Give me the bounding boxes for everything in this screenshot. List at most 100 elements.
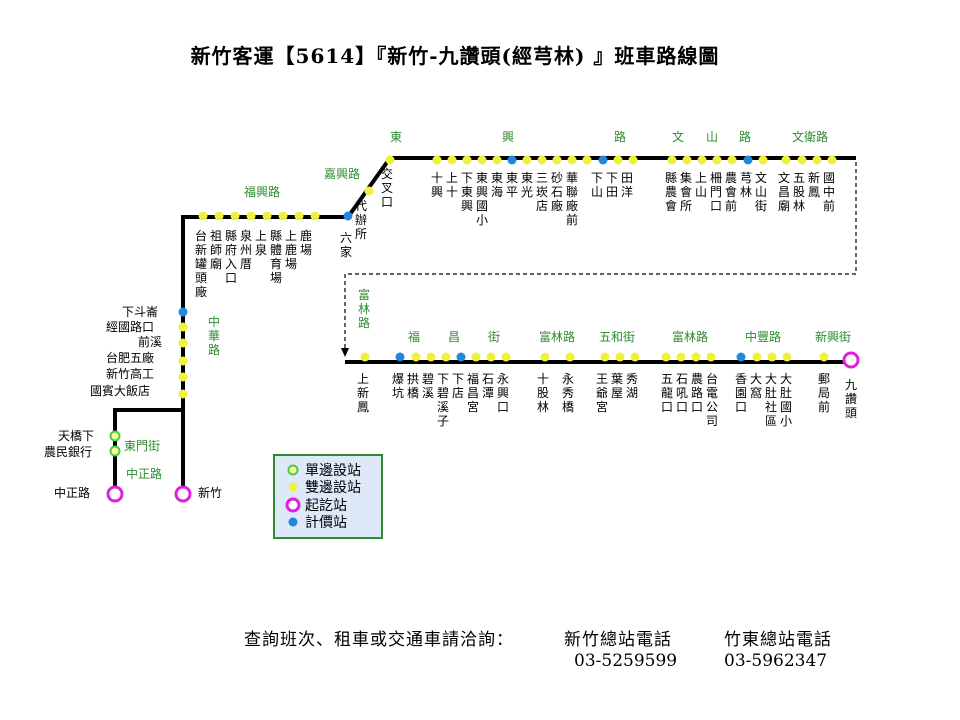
double-side-stop xyxy=(600,352,610,362)
stop-label: 新竹高工 xyxy=(106,366,154,381)
double-side-stop xyxy=(214,211,224,221)
stop-label: 天橋下 xyxy=(58,429,94,443)
double-side-stop xyxy=(697,155,707,165)
stop-label: 台新罐頭廠 xyxy=(195,228,207,299)
stop-label: 芎林 xyxy=(740,171,752,199)
stop-label: 下田 xyxy=(606,171,618,199)
zhudong-station-phone: 03-5962347 xyxy=(724,651,828,671)
stop-label: 農民銀行 xyxy=(44,445,92,459)
stop-label: 台肥五廠 xyxy=(106,350,154,365)
double-side-stop xyxy=(615,352,625,362)
fare-stop xyxy=(598,155,608,165)
legend-single-marker xyxy=(287,464,299,476)
road-label: 富林路 xyxy=(539,329,575,344)
double-side-stop xyxy=(691,352,701,362)
legend-single-label: 單邊設站 xyxy=(305,463,361,479)
stop-label: 爆坑 xyxy=(392,372,404,400)
stop-label: 代辦所 xyxy=(355,199,367,241)
stop-label: 大肚國小 xyxy=(780,372,792,428)
page-title: 新竹客運【5614】『新竹-九讚頭(經芎林) 』班車路線圖 xyxy=(190,44,720,68)
stop-label: 十興 xyxy=(431,171,443,199)
road-label: 路 xyxy=(739,129,751,144)
stop-label: 福昌宮 xyxy=(467,371,479,414)
road-label: 富林路 xyxy=(358,287,370,330)
double-side-stop xyxy=(797,155,807,165)
double-side-stop xyxy=(230,211,240,221)
stop-label: 九讚頭 xyxy=(845,378,857,420)
double-side-stop xyxy=(178,356,188,366)
double-side-stop xyxy=(426,352,436,362)
road-label: 山 xyxy=(706,130,718,144)
double-side-stop xyxy=(676,352,686,362)
stop-label: 東平 xyxy=(506,171,518,199)
stop-label: 秀湖 xyxy=(626,372,638,400)
terminal-stop xyxy=(174,485,192,503)
double-side-stop xyxy=(522,155,532,165)
double-side-stop xyxy=(552,155,562,165)
double-side-stop xyxy=(827,155,837,165)
double-side-stop xyxy=(246,211,256,221)
stop-label: 鹿場 xyxy=(300,228,312,257)
fare-stop xyxy=(456,352,466,362)
fare-stop xyxy=(343,211,353,221)
stop-label: 東光 xyxy=(521,171,533,199)
stop-label: 砂石廠 xyxy=(551,171,563,213)
connector-arrowhead xyxy=(341,348,349,357)
double-side-stop xyxy=(565,352,575,362)
fare-stop xyxy=(395,352,405,362)
double-side-stop xyxy=(582,155,592,165)
stop-label: 前溪 xyxy=(138,334,162,349)
stop-label: 十股林 xyxy=(537,372,549,414)
road-label: 東 xyxy=(390,130,402,144)
road-label: 文 xyxy=(672,129,684,144)
stop-label: 三崁店 xyxy=(536,171,548,213)
double-side-stop xyxy=(752,352,762,362)
double-side-stop xyxy=(712,155,722,165)
stop-markers xyxy=(106,155,860,503)
stop-label: 五股林 xyxy=(793,171,805,213)
road-label: 街 xyxy=(488,330,500,344)
stop-label: 集會所 xyxy=(680,170,692,213)
stop-label: 上山 xyxy=(695,171,707,199)
double-side-stop xyxy=(486,352,496,362)
fare-stop xyxy=(507,155,517,165)
stop-label: 大肚社區 xyxy=(765,372,777,428)
road-label: 中豐路 xyxy=(745,329,781,344)
road-label: 興 xyxy=(502,130,514,144)
double-side-stop xyxy=(441,352,451,362)
road-label: 富林路 xyxy=(672,329,708,344)
stop-label: 王爺宮 xyxy=(596,372,608,414)
stop-label: 縣體育場 xyxy=(270,229,282,285)
stop-label: 上鹿場 xyxy=(285,229,297,271)
terminal-stop xyxy=(106,485,124,503)
stop-label: 中正路 xyxy=(54,485,90,500)
stop-label: 永秀橋 xyxy=(562,372,574,414)
stop-label: 上十 xyxy=(446,171,458,199)
stop-label: 台電公司 xyxy=(706,371,718,428)
legend-double-label: 雙邊設站 xyxy=(305,480,361,496)
stop-label: 永興口 xyxy=(497,372,509,414)
double-side-stop xyxy=(178,338,188,348)
road-label: 新興街 xyxy=(815,329,851,344)
connector-lines xyxy=(341,162,857,357)
double-side-stop xyxy=(360,352,370,362)
terminal-stop xyxy=(842,351,860,369)
double-side-stop xyxy=(262,211,272,221)
stop-label: 國賓大飯店 xyxy=(90,383,150,398)
stop-label: 經國路口 xyxy=(106,319,154,334)
stop-label: 田洋 xyxy=(621,171,633,199)
double-side-stop xyxy=(781,155,791,165)
single-side-stop xyxy=(109,430,121,442)
double-side-stop xyxy=(294,211,304,221)
double-side-stop xyxy=(364,186,374,196)
connector-dashed-line xyxy=(344,162,857,356)
double-side-stop xyxy=(628,155,638,165)
double-side-stop xyxy=(501,352,511,362)
stop-label: 拱橋 xyxy=(407,372,419,400)
inquiry-label: 查詢班次、租車或交通車請洽詢： xyxy=(244,630,514,650)
road-label: 文衛路 xyxy=(792,129,828,144)
double-side-stop xyxy=(537,155,547,165)
double-side-stop xyxy=(727,155,737,165)
double-side-stop xyxy=(782,352,792,362)
stop-label: 上新鳳 xyxy=(357,372,369,414)
